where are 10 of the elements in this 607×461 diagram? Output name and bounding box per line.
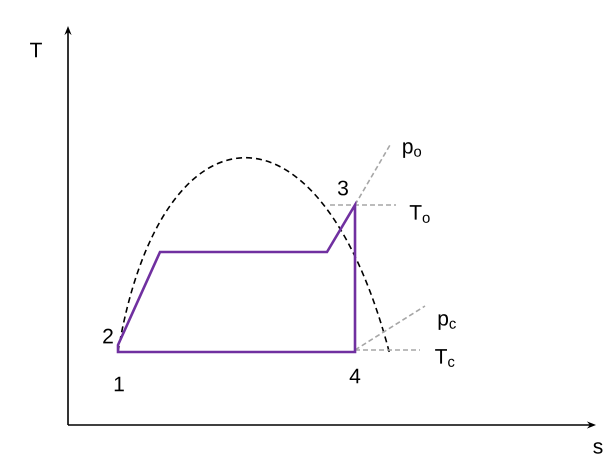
- point-label: 3: [338, 180, 348, 196]
- point-label: T$_{c}$: [435, 349, 454, 367]
- axis-label: s: [593, 442, 602, 454]
- point-label: 2: [103, 328, 113, 344]
- point-label: p$_{c}$: [438, 314, 456, 330]
- point-label: 1: [114, 376, 124, 392]
- point-label: T$_{o}$: [410, 205, 430, 223]
- axis-label: T: [30, 42, 42, 58]
- point-label: 4: [350, 368, 360, 384]
- point-label: p$_{o}$: [403, 142, 422, 158]
